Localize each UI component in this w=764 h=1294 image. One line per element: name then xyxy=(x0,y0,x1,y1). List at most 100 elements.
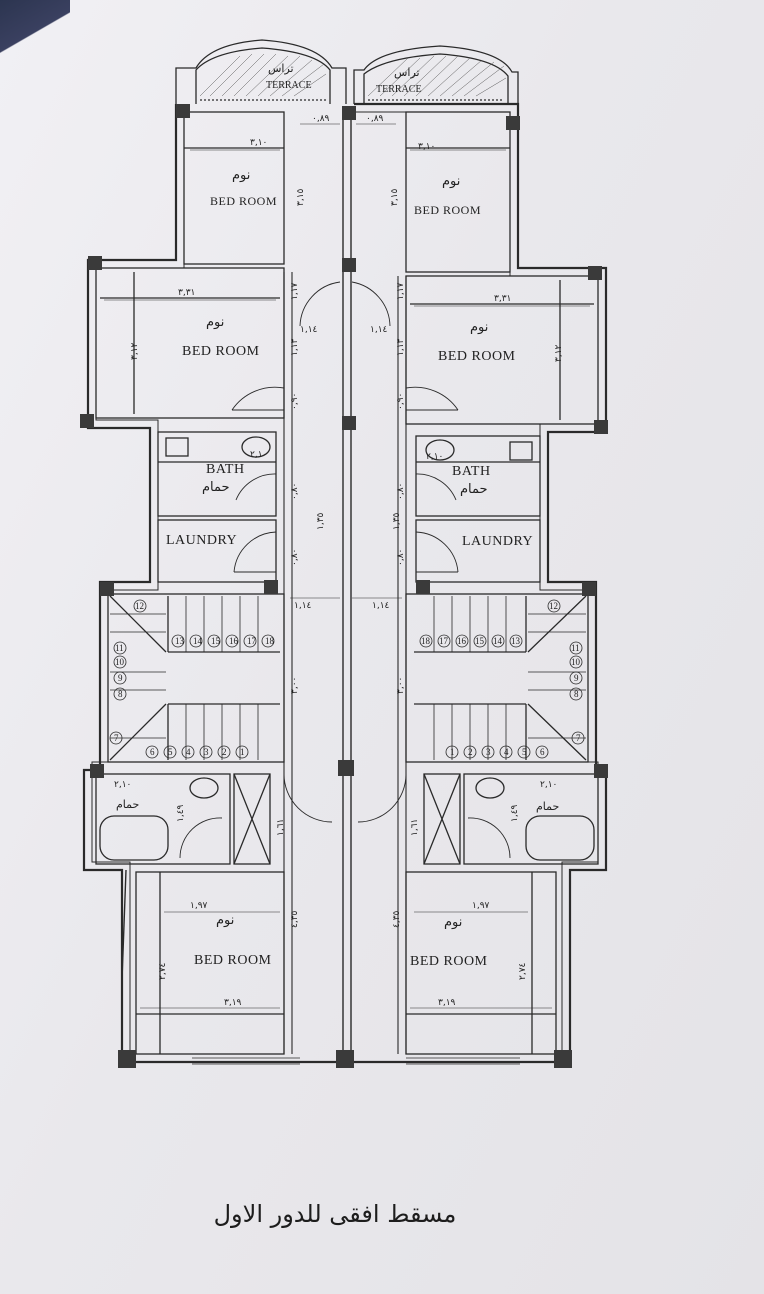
stair-step-number: 9 xyxy=(118,673,123,683)
dimension-label: ١,٤٩ xyxy=(176,804,186,822)
room-label-ar: نوم xyxy=(232,168,251,183)
outer-wall-right xyxy=(346,102,608,1064)
room-label-bedroom: BED ROOM xyxy=(410,954,488,969)
dimension-label: ١,١٤ xyxy=(300,325,318,335)
dimension-label: ١,١٣ xyxy=(396,338,406,356)
dimension-label: ٣,١٩ xyxy=(224,998,242,1008)
room-label-bedroom: BED ROOM xyxy=(438,349,516,364)
stair-step-number: 16 xyxy=(229,636,238,646)
room-label-bath: BATH xyxy=(452,464,491,479)
terrace-label-ar-right: تراس xyxy=(394,66,420,79)
room-label-laundry: LAUNDRY xyxy=(166,533,238,548)
stair-step-number: 8 xyxy=(574,689,579,699)
terrace-label-left: TERRACE xyxy=(266,80,312,91)
dimension-label: ٤,٣٥ xyxy=(392,910,402,928)
dimension-label: ٠,٨٩ xyxy=(366,114,384,124)
stair-step-number: 16 xyxy=(457,636,466,646)
dimension-label: ١,١٤ xyxy=(372,601,390,611)
stair-step-number: 2 xyxy=(468,747,473,757)
room-label-ar: نوم xyxy=(470,320,489,335)
stair-step-number: 18 xyxy=(421,636,430,646)
dimension-label: ٠,٨٠ xyxy=(290,548,300,566)
dimension-label: ١,١٤ xyxy=(370,325,388,335)
stair-step-number: 10 xyxy=(115,657,124,667)
stair-step-number: 10 xyxy=(571,657,580,667)
stair-step-number: 12 xyxy=(549,601,558,611)
stair-step-number: 17 xyxy=(247,636,256,646)
stair-step-number: 9 xyxy=(574,673,579,683)
dimension-label: ١,٣٥ xyxy=(316,512,326,530)
stair-step-number: 5 xyxy=(168,747,173,757)
stair-step-number: 12 xyxy=(135,601,144,611)
background-corner xyxy=(0,0,70,90)
stair-step-number: 13 xyxy=(511,636,520,646)
dimension-label: ١,٩٧ xyxy=(190,901,208,911)
stair-step-number: 2 xyxy=(222,747,227,757)
dimension-label: ٣,١٠ xyxy=(418,142,436,152)
dimension-label: ٣,١٢ xyxy=(554,344,564,362)
dimension-label: ٠,٨٠ xyxy=(396,482,406,500)
room-label-bedroom: BED ROOM xyxy=(182,344,260,359)
structural-columns xyxy=(80,104,608,1068)
dimension-label: ٠,٨٠ xyxy=(290,482,300,500)
dimension-label: ٠,٩٠ xyxy=(396,392,406,410)
room-label-ar: نوم xyxy=(216,913,235,928)
dimension-label: ١,٣٥ xyxy=(392,512,402,530)
dimension-label: ١,٩٧ xyxy=(472,901,490,911)
terrace-label-ar-left: تراس xyxy=(268,62,294,75)
room-label-bedroom: BED ROOM xyxy=(210,194,278,208)
stair-step-number: 1 xyxy=(450,747,455,757)
terrace-label-right: TERRACE xyxy=(376,84,422,95)
dimension-label: ٣,١٥ xyxy=(296,188,306,206)
room-label-ar: حمام xyxy=(460,482,488,497)
dimension-label: ٣,٠٠ xyxy=(396,676,406,694)
stair-step-number: 3 xyxy=(204,747,209,757)
dimension-label: ١,٦١ xyxy=(410,818,420,836)
terrace-right xyxy=(353,45,519,120)
room-label-ar: نوم xyxy=(206,315,225,330)
dimension-label: ١,١٧ xyxy=(396,282,406,300)
dimension-label: ٣,١٢ xyxy=(130,342,140,360)
stair-step-number: 15 xyxy=(211,636,220,646)
stair-step-number: 7 xyxy=(576,733,581,743)
room-label-laundry: LAUNDRY xyxy=(462,534,534,549)
room-label-ar: نوم xyxy=(444,915,463,930)
dimension-label: ٣,١٠ xyxy=(250,138,268,148)
room-label-bath: BATH xyxy=(206,462,245,477)
room-label-ar: حمام xyxy=(536,800,560,813)
dimension-label: ٣,٣١ xyxy=(178,288,196,298)
stair-step-number: 6 xyxy=(540,747,545,757)
drawing-caption: مسقط افقى للدور الاول xyxy=(213,1200,457,1228)
dimension-label: ٢,١٠ xyxy=(114,780,132,790)
stair-step-number: 11 xyxy=(115,643,124,653)
stair-step-number: 1 xyxy=(240,747,245,757)
stair-step-number: 14 xyxy=(493,636,502,646)
room-label-ar: نوم xyxy=(442,174,461,189)
dimension-label: ١,١٧ xyxy=(290,282,300,300)
stair-step-number: 13 xyxy=(175,636,184,646)
stair-step-number: 4 xyxy=(504,747,509,757)
stair-step-number: 8 xyxy=(118,689,123,699)
dimension-label: ٠,٨٠ xyxy=(396,548,406,566)
room-label-ar: حمام xyxy=(116,798,140,811)
dimension-label: ٢,١٠ xyxy=(250,450,268,460)
dimension-label: ١,١٤ xyxy=(294,601,312,611)
stair-step-number: 7 xyxy=(114,733,119,743)
dimension-label: ٢,٧٤ xyxy=(158,962,168,980)
stair-step-number: 17 xyxy=(439,636,448,646)
dimension-label: ٢,٧٤ xyxy=(518,962,528,980)
room-label-ar: حمام xyxy=(202,480,230,495)
dimension-label: ١,٦١ xyxy=(276,818,286,836)
dimension-label: ٢,١٠ xyxy=(540,780,558,790)
room-label-bedroom: BED ROOM xyxy=(414,203,482,217)
dimension-label: ٢,١٠ xyxy=(426,452,444,462)
dimension-label: ١,١٣ xyxy=(290,338,300,356)
dimension-label: ٠,٨٩ xyxy=(312,114,330,124)
dimension-label: ٣,١٩ xyxy=(438,998,456,1008)
dimension-label: ٣,٠٠ xyxy=(290,676,300,694)
dimension-label: ٣,١٥ xyxy=(390,188,400,206)
outer-wall-left xyxy=(82,104,346,1064)
terrace-left xyxy=(175,39,347,104)
